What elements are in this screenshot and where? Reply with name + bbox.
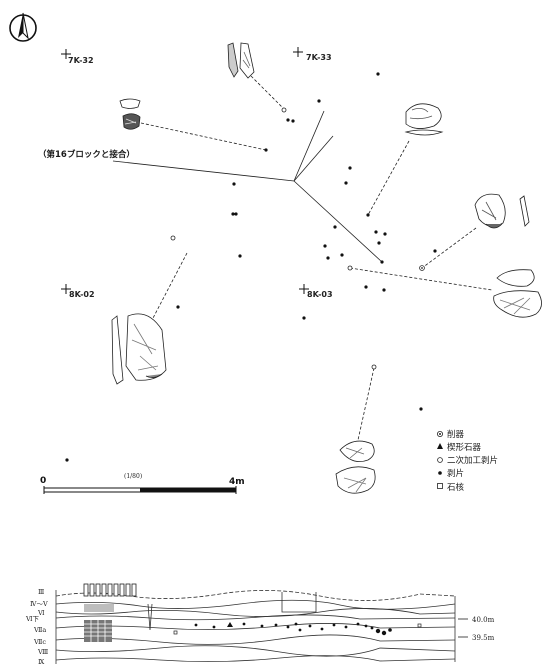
layer-label: Ⅵ下	[25, 615, 40, 623]
layer-label: Ⅵ	[37, 609, 45, 617]
legend-item: 剥片	[438, 468, 464, 479]
legend-item: 二次加工剥片	[437, 455, 498, 466]
block-link-note: （第16ブロックと接合）	[38, 149, 135, 160]
layer-label: Ⅷ	[37, 648, 48, 656]
legend-label-scraper: 削器	[447, 429, 465, 440]
open-circle-symbols	[170, 107, 377, 370]
filled-dot-icon	[438, 471, 442, 475]
layer-label: Ⅸ	[38, 658, 45, 666]
artifact-drawing	[404, 103, 444, 136]
section-artifacts	[194, 622, 392, 636]
artifact-drawing	[474, 193, 530, 229]
elevation-label-lower: 39.5m	[472, 634, 495, 642]
layer-label: Ⅶc	[33, 638, 46, 646]
scale-bar: 0 4m (1/80)	[40, 473, 245, 494]
legend-label-core: 石核	[447, 482, 465, 493]
grid-label-7k-32: 7K-32	[68, 56, 94, 65]
scale-start-label: 0	[40, 476, 46, 486]
artifact-drawing	[335, 440, 376, 494]
open-square-icon	[437, 483, 443, 489]
scraper-symbols	[419, 265, 425, 271]
association-lines	[140, 75, 493, 441]
grid-marker: 7K-32	[61, 49, 94, 65]
legend-label-wedge: 楔形石器	[447, 442, 482, 453]
legend-label-flake: 剥片	[447, 468, 464, 479]
layer-label: Ⅲ	[38, 588, 44, 596]
legend: 削器 楔形石器 二次加工剥片 剥片 石核	[436, 429, 498, 493]
grid-label-8k-02: 8K-02	[69, 290, 95, 299]
layer-label: Ⅳ～Ⅴ	[30, 600, 48, 608]
grid-marker: 7K-33	[293, 47, 332, 62]
legend-item: 削器	[436, 429, 465, 440]
artifact-drawing	[119, 98, 141, 130]
open-circle-icon	[437, 457, 443, 463]
legend-item: 楔形石器	[437, 442, 482, 453]
layer-label: Ⅶa	[33, 626, 46, 634]
legend-label-retouched: 二次加工剥片	[447, 455, 498, 466]
filled-triangle-icon	[437, 443, 443, 449]
grid-marker: 8K-02	[61, 284, 95, 299]
flake-dots	[65, 72, 437, 462]
grid-marker: 8K-03	[299, 284, 333, 299]
elevation-label-upper: 40.0m	[472, 616, 495, 624]
grid-label-8k-03: 8K-03	[307, 290, 333, 299]
stratigraphic-section: 40.0m 39.5m Ⅲ Ⅳ～Ⅴ Ⅵ Ⅵ下 Ⅶa Ⅶc Ⅷ Ⅸ	[25, 583, 495, 666]
scale-ratio-label: (1/80)	[124, 473, 142, 480]
north-arrow-icon	[9, 12, 37, 42]
artifact-drawing	[227, 42, 255, 79]
artifact-drawing	[111, 313, 167, 385]
artifact-drawing	[493, 269, 542, 318]
scale-end-label: 4m	[229, 477, 245, 487]
refit-lines	[112, 110, 383, 263]
legend-item: 石核	[437, 482, 465, 493]
grid-label-7k-33: 7K-33	[306, 53, 332, 62]
